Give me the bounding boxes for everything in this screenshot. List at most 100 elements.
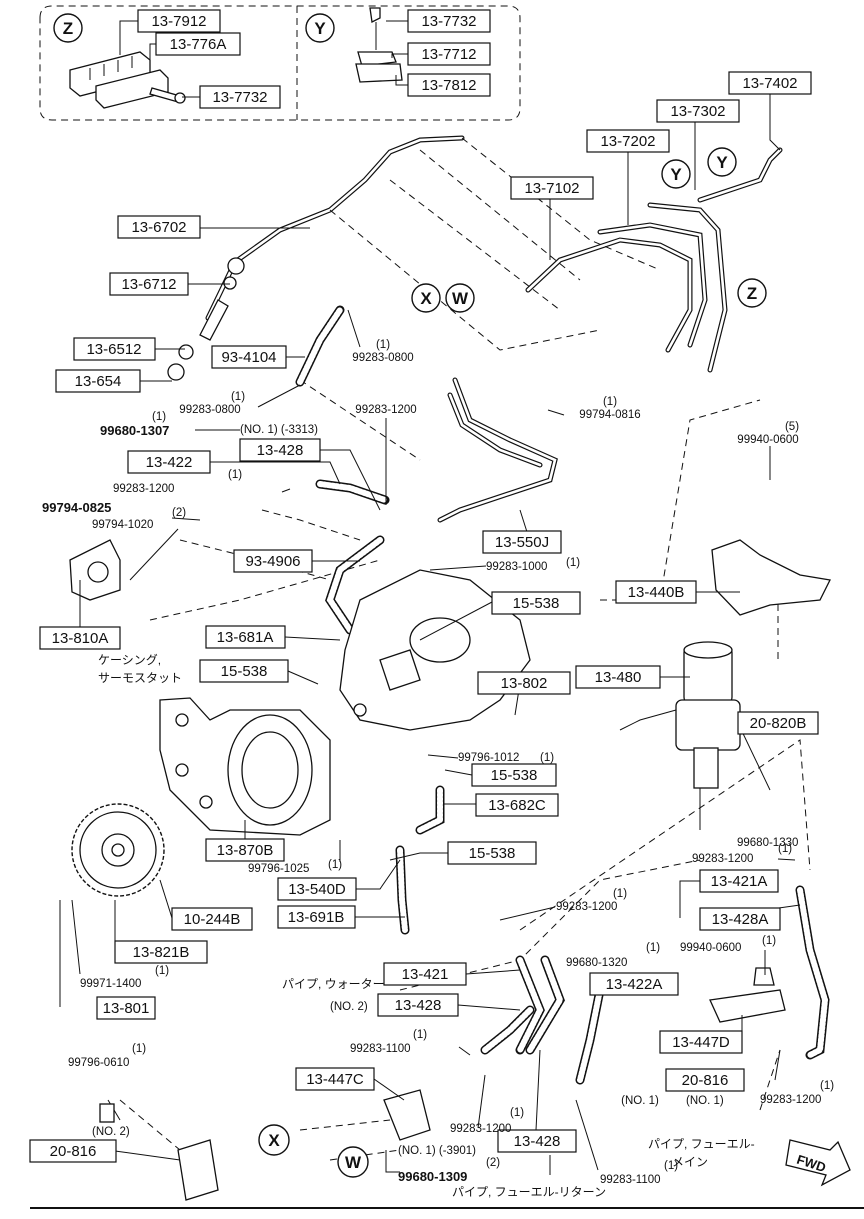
svg-text:13-6702: 13-6702: [131, 219, 186, 236]
svg-text:13-421A: 13-421A: [711, 873, 768, 890]
svg-text:99796-1012: 99796-1012: [458, 752, 519, 764]
part-box: 15-538: [491, 591, 581, 615]
svg-text:99940-0600: 99940-0600: [737, 434, 798, 446]
svg-text:(1): (1): [328, 859, 342, 871]
part-box: 13-870B: [205, 838, 285, 862]
part-box: 13-776A: [155, 32, 241, 56]
svg-text:99283-1200: 99283-1200: [355, 404, 416, 416]
part-box: 13-682C: [475, 793, 559, 817]
part-box: 13-654: [55, 369, 141, 393]
svg-text:13-810A: 13-810A: [52, 630, 109, 647]
svg-text:99283-1200: 99283-1200: [760, 1094, 821, 1106]
svg-text:99283-1200: 99283-1200: [113, 483, 174, 495]
svg-text:99283-1200: 99283-1200: [450, 1123, 511, 1135]
svg-text:(1): (1): [155, 965, 169, 977]
svg-text:(1): (1): [540, 752, 554, 764]
part-box: 15-538: [199, 659, 289, 683]
svg-text:13-681A: 13-681A: [217, 629, 274, 646]
svg-text:13-422: 13-422: [146, 454, 193, 471]
svg-text:13-447D: 13-447D: [672, 1034, 730, 1051]
svg-text:13-7732: 13-7732: [421, 13, 476, 30]
svg-text:13-691B: 13-691B: [288, 909, 345, 926]
part-box: 13-802: [477, 671, 571, 695]
svg-text:15-538: 15-538: [491, 767, 538, 784]
svg-text:(1): (1): [510, 1107, 524, 1119]
part-box: 13-821B: [114, 940, 208, 964]
svg-text:13-7402: 13-7402: [742, 75, 797, 92]
svg-text:15-538: 15-538: [221, 663, 268, 680]
clamp-z-drawing: [69, 51, 186, 109]
svg-text:X: X: [420, 289, 432, 308]
svg-text:メイン: メイン: [672, 1155, 708, 1169]
svg-text:13-447C: 13-447C: [306, 1071, 364, 1088]
svg-text:13-654: 13-654: [75, 373, 122, 390]
part-box: 13-7812: [407, 73, 491, 97]
svg-text:13-776A: 13-776A: [170, 36, 227, 53]
svg-text:99283-1100: 99283-1100: [350, 1043, 411, 1055]
svg-text:99283-1200: 99283-1200: [692, 853, 753, 865]
svg-text:99283-0800: 99283-0800: [179, 404, 240, 416]
svg-text:13-540D: 13-540D: [288, 881, 346, 898]
svg-text:99971-1400: 99971-1400: [80, 978, 141, 990]
part-box: 13-440B: [615, 580, 697, 604]
fwd-arrow: FWD: [785, 1139, 851, 1187]
svg-text:(1): (1): [778, 843, 792, 855]
svg-text:13-7732: 13-7732: [212, 89, 267, 106]
clip-20-816: [99, 1099, 219, 1201]
svg-text:13-7102: 13-7102: [524, 180, 579, 197]
part-box: 13-428: [497, 1129, 577, 1153]
svg-text:99283-1100: 99283-1100: [600, 1174, 661, 1186]
bracket-13-447D: [709, 967, 786, 1023]
svg-text:(1): (1): [228, 469, 242, 481]
part-box: 93-4906: [233, 549, 313, 573]
part-box: 13-428: [239, 438, 321, 462]
svg-text:Z: Z: [63, 19, 73, 38]
svg-text:13-6712: 13-6712: [121, 276, 176, 293]
part-box: 13-428: [377, 993, 459, 1017]
part-box: 13-801: [96, 996, 156, 1020]
part-box: 13-447C: [295, 1067, 375, 1091]
svg-text:99680-1307: 99680-1307: [100, 423, 169, 438]
svg-text:13-428: 13-428: [514, 1133, 561, 1150]
svg-text:(1): (1): [603, 396, 617, 408]
svg-text:サーモスタット: サーモスタット: [98, 671, 182, 685]
svg-text:13-7812: 13-7812: [421, 77, 476, 94]
svg-text:13-428: 13-428: [257, 442, 304, 459]
svg-text:99680-1330: 99680-1330: [737, 837, 798, 849]
svg-text:Y: Y: [716, 153, 728, 172]
part-box: 13-550J: [482, 530, 562, 554]
callout-y-top: Y: [305, 13, 335, 43]
svg-text:(1): (1): [132, 1043, 146, 1055]
svg-text:93-4906: 93-4906: [245, 553, 300, 570]
part-box: 13-428A: [699, 907, 781, 931]
svg-text:20-816: 20-816: [50, 1143, 97, 1160]
svg-text:13-801: 13-801: [103, 1000, 150, 1017]
part-box: 15-538: [471, 763, 557, 787]
svg-text:99940-0600: 99940-0600: [680, 942, 741, 954]
part-box: 10-244B: [171, 907, 253, 931]
part-box: 13-421A: [699, 869, 779, 893]
clamp-y-drawing: [355, 7, 403, 83]
svg-text:(1): (1): [664, 1160, 678, 1172]
svg-text:(1): (1): [231, 391, 245, 403]
svg-text:15-538: 15-538: [469, 845, 516, 862]
svg-text:13-7302: 13-7302: [670, 103, 725, 120]
inset-z-y: [39, 5, 521, 121]
svg-text:(NO. 1) (-3313): (NO. 1) (-3313): [240, 424, 318, 436]
part-box: 13-447D: [659, 1030, 743, 1054]
svg-text:W: W: [452, 289, 469, 308]
svg-text:13-682C: 13-682C: [488, 797, 546, 814]
svg-text:(2): (2): [172, 507, 186, 519]
svg-text:(NO. 1): (NO. 1): [686, 1095, 724, 1107]
svg-text:13-821B: 13-821B: [133, 944, 190, 961]
svg-text:Y: Y: [670, 165, 682, 184]
svg-text:(1): (1): [152, 411, 166, 423]
callout-y-2: Y: [707, 147, 737, 177]
callout-z-top: Z: [53, 13, 83, 43]
fuel-hoses: [295, 305, 830, 1085]
part-box: 13-6702: [117, 215, 201, 239]
part-box: 13-421: [383, 962, 467, 986]
svg-text:(1): (1): [646, 942, 660, 954]
